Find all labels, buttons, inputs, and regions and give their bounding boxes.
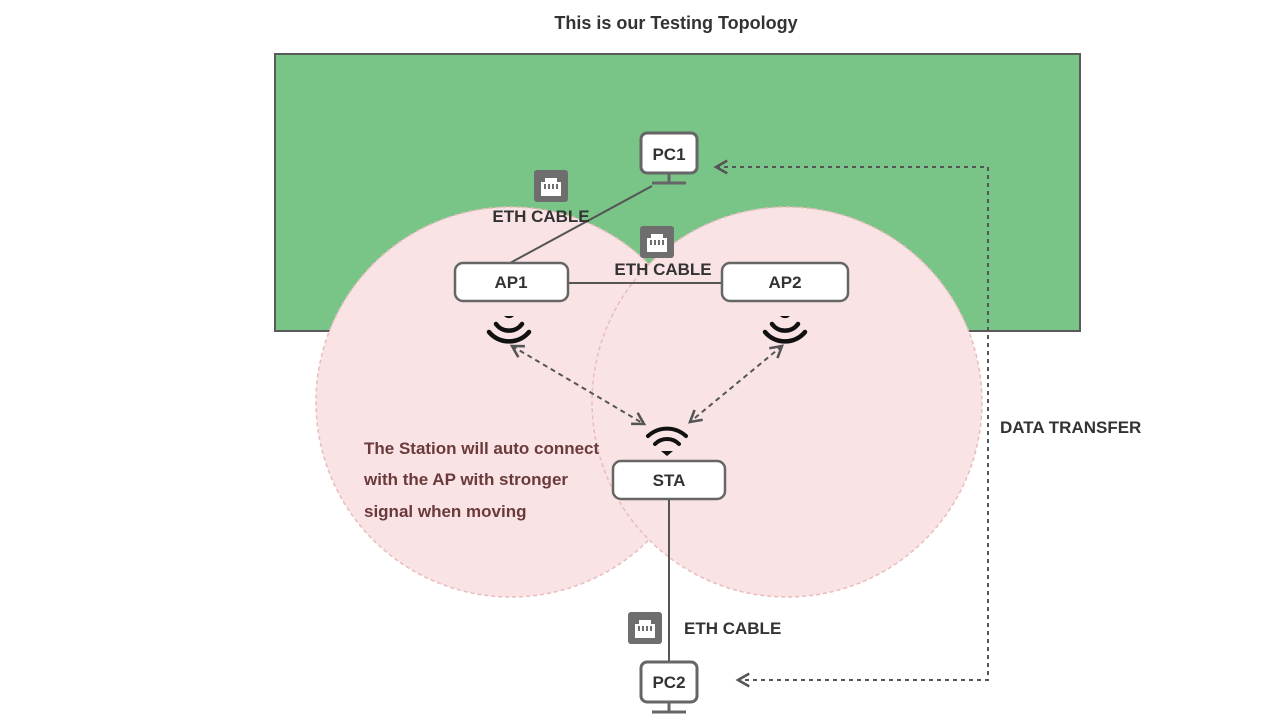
- ap1-label: AP1: [494, 273, 527, 292]
- ethernet-port-icon: [640, 226, 674, 258]
- note-line: The Station will auto connect: [364, 439, 600, 458]
- pc2-label: PC2: [652, 673, 685, 692]
- data-transfer-path: [713, 159, 989, 688]
- wireless-link-ap1-sta: [509, 344, 647, 426]
- cable-label-ap1-ap2: ETH CABLE: [614, 260, 711, 279]
- ap2-node: AP2: [720, 261, 850, 303]
- ethernet-port-icon: [534, 170, 568, 202]
- pc1-node: PC1: [639, 131, 699, 185]
- diagram-title: This is our Testing Topology: [554, 13, 797, 33]
- ethernet-port-icon: [628, 612, 662, 644]
- wireless-link-ap2-sta: [688, 344, 784, 424]
- ap1-node: AP1: [453, 261, 570, 303]
- sta-node: STA: [611, 459, 727, 501]
- wifi-icon: [646, 426, 688, 456]
- note-line: with the AP with stronger: [363, 470, 568, 489]
- station-note: The Station will auto connect with the A…: [363, 439, 600, 521]
- ap2-label: AP2: [768, 273, 801, 292]
- note-line: signal when moving: [364, 502, 526, 521]
- cable-label-pc1-ap1: ETH CABLE: [492, 207, 589, 226]
- cable-pc1-ap1: [509, 185, 653, 264]
- pc2-node: PC2: [639, 660, 699, 714]
- data-transfer-label: DATA TRANSFER: [1000, 418, 1141, 437]
- monitor-icon: [639, 660, 699, 714]
- cable-label-sta-pc2: ETH CABLE: [684, 619, 781, 638]
- sta-label: STA: [653, 471, 686, 490]
- monitor-icon: [639, 131, 699, 185]
- pc1-label: PC1: [652, 145, 685, 164]
